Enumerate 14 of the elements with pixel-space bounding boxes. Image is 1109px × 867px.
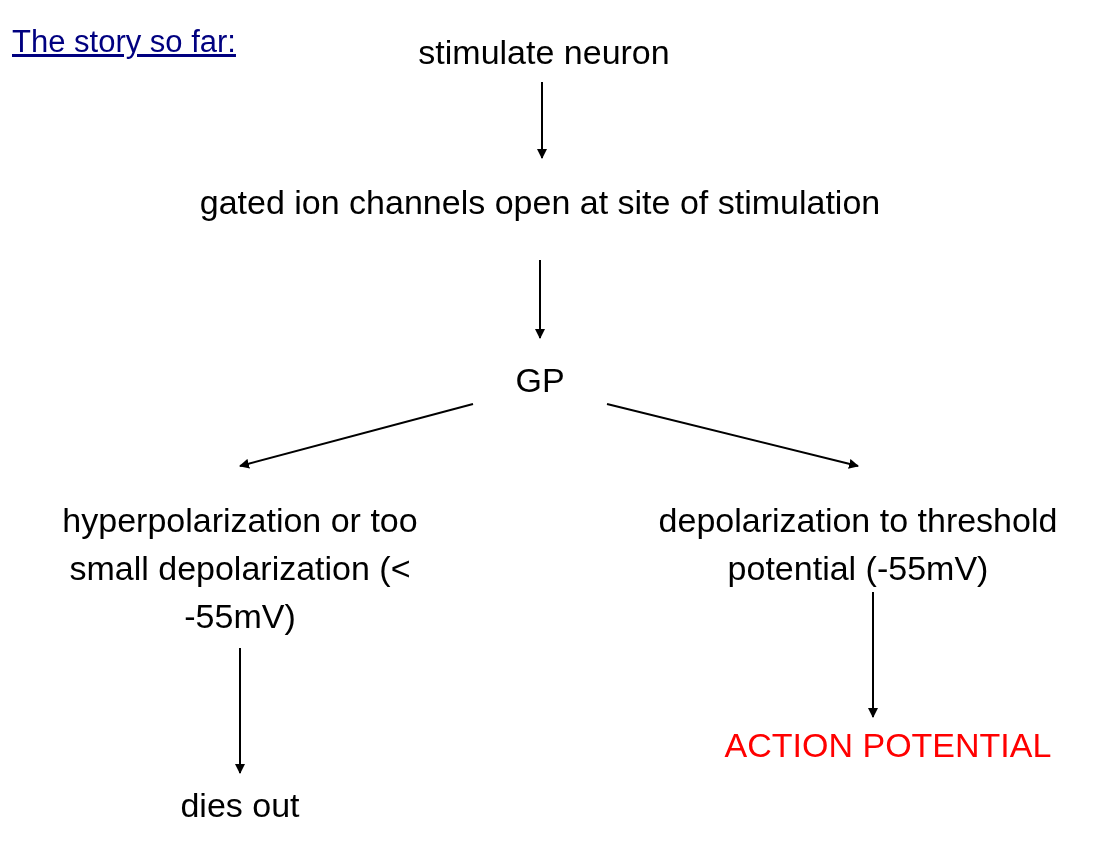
node-text: dies out bbox=[180, 785, 300, 826]
arrow bbox=[606, 403, 859, 469]
arrow bbox=[235, 647, 245, 774]
node-text: gated ion channels open at site of stimulation bbox=[199, 182, 881, 223]
node-text: GP bbox=[515, 360, 565, 401]
arrow bbox=[239, 403, 474, 469]
title: The story so far: bbox=[12, 23, 236, 61]
arrow bbox=[868, 591, 878, 718]
node-text: ACTION POTENTIAL bbox=[724, 725, 1052, 766]
arrow bbox=[537, 81, 547, 159]
node-text: depolarization to threshold potential (-55mV) bbox=[657, 500, 1059, 589]
arrow bbox=[535, 259, 545, 339]
node-text: stimulate neuron bbox=[418, 32, 670, 73]
node-text: hyperpolarization or too small depolarization (< -55mV) bbox=[61, 500, 419, 637]
